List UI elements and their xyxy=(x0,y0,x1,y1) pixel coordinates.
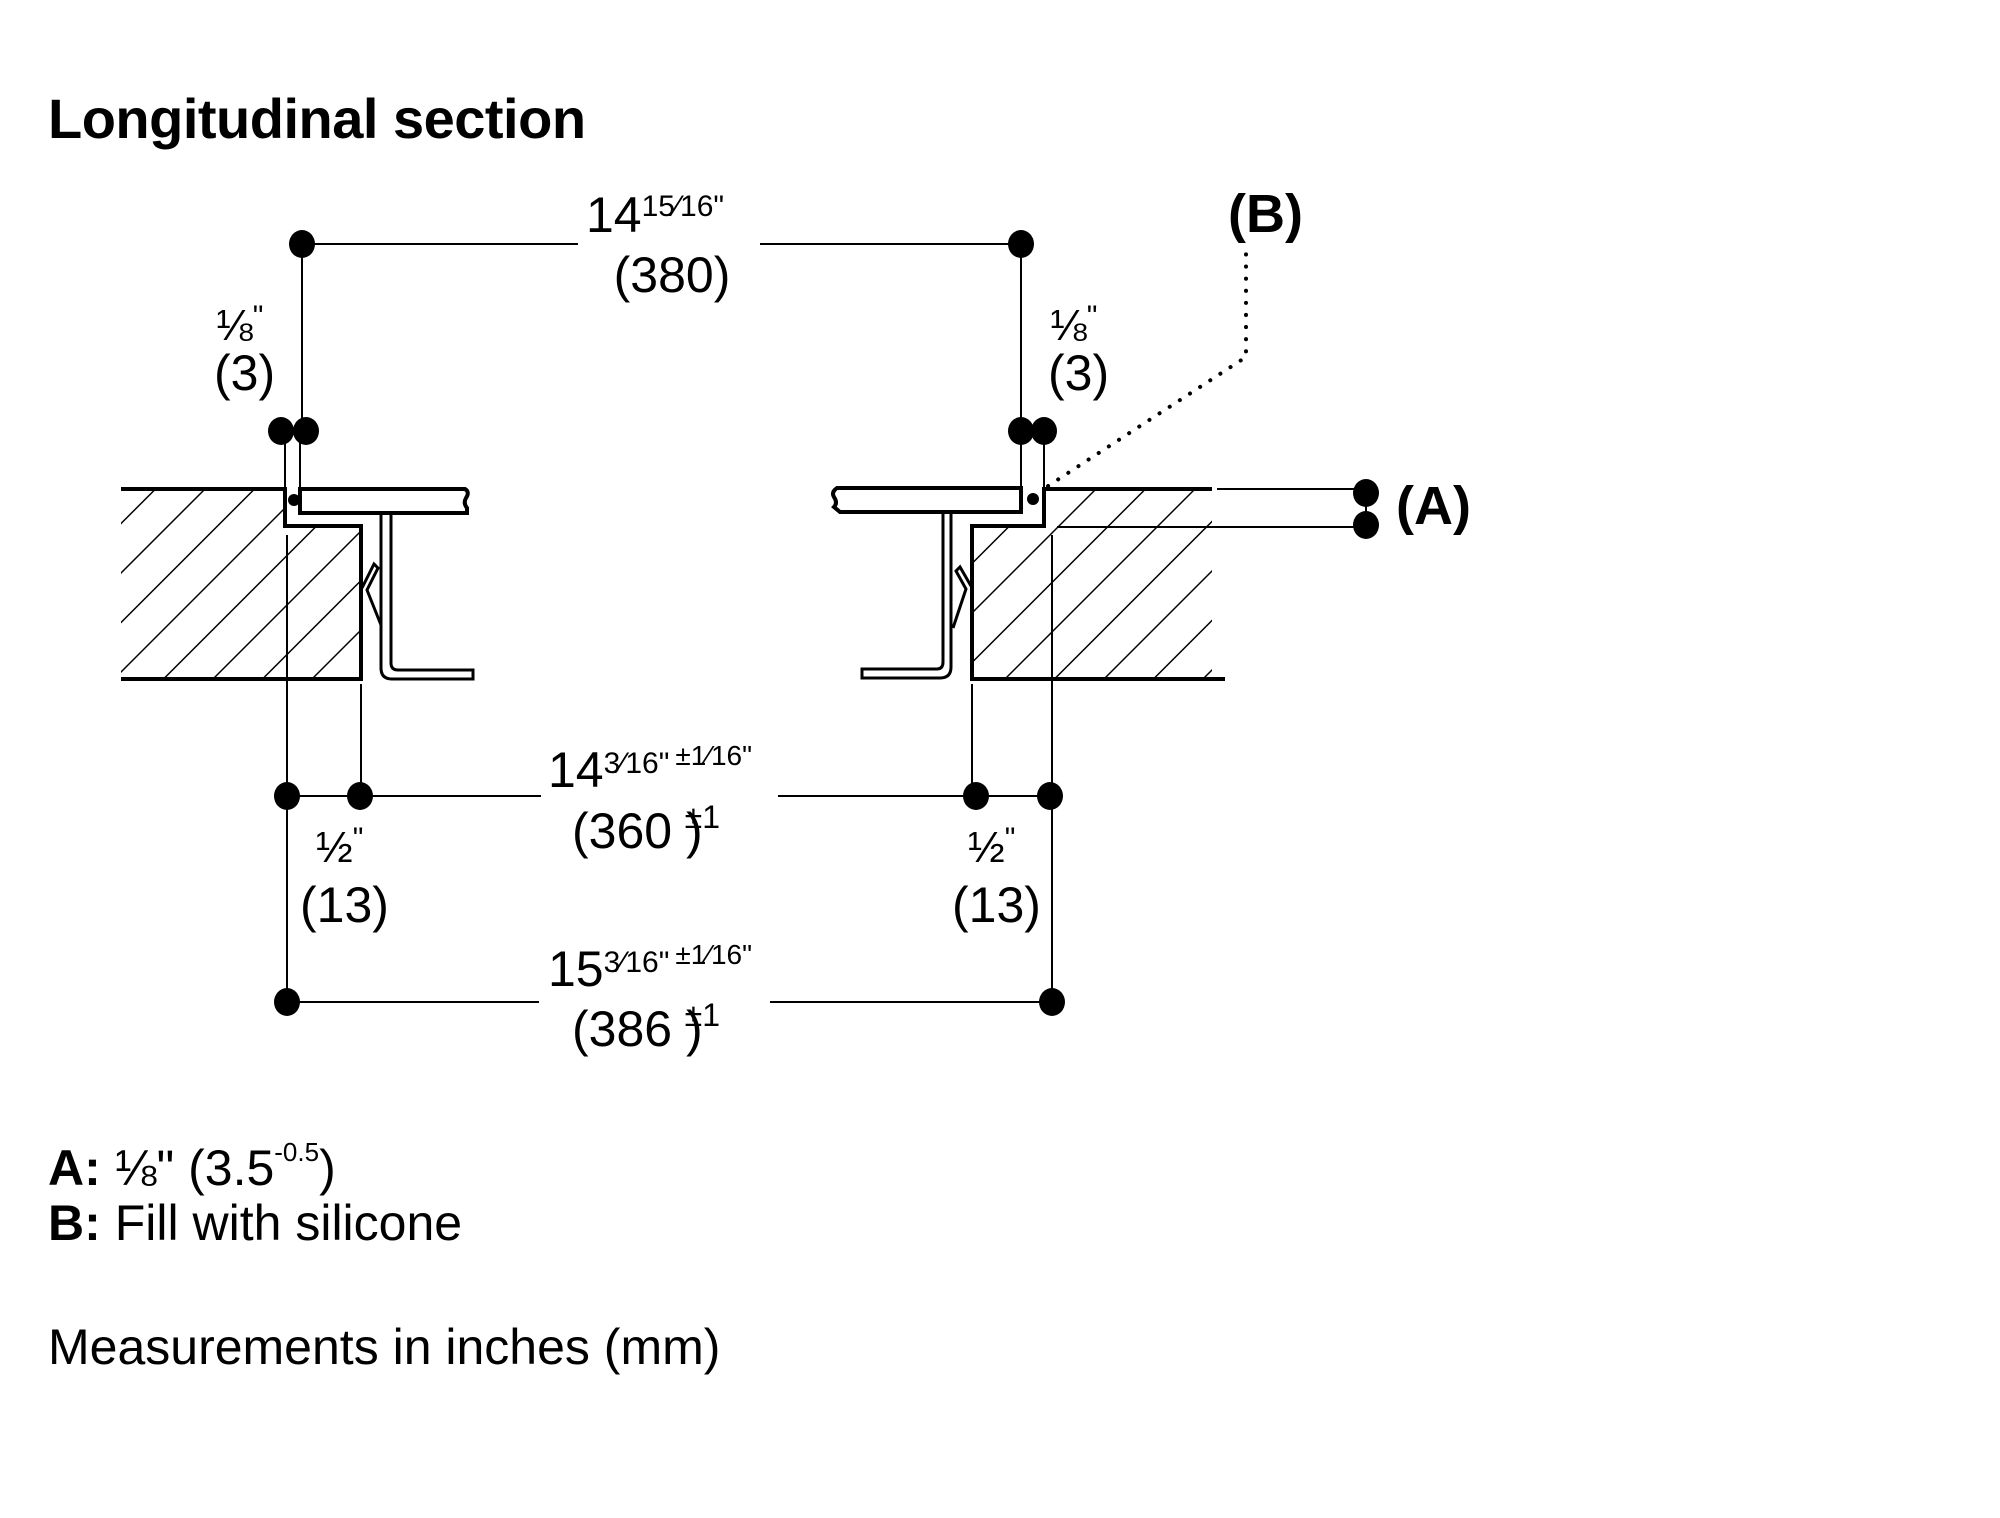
dim-dot xyxy=(1031,417,1057,445)
dim-dot xyxy=(1353,511,1379,539)
dim-dot xyxy=(274,782,300,810)
svg-text:(3): (3) xyxy=(214,345,275,401)
cooktop-glass-right xyxy=(831,486,1023,514)
legend-item-a: A:⅛" (3.5-0.5) xyxy=(48,1137,336,1197)
svg-text:143⁄16"±1⁄16": 143⁄16"±1⁄16" xyxy=(548,740,752,798)
legend-tail: ) xyxy=(319,1140,336,1196)
dim-label-right-offset: ½" (13) xyxy=(952,822,1041,933)
svg-text:⅛": ⅛" xyxy=(216,300,263,350)
dim-dot xyxy=(1039,988,1065,1016)
svg-text:½": ½" xyxy=(316,822,363,872)
silicone-joint-left xyxy=(288,494,300,506)
legend-superscript: -0.5 xyxy=(274,1137,320,1167)
legend-text: Fill with silicone xyxy=(114,1195,463,1251)
dim-dot xyxy=(1037,782,1063,810)
dim-label-left-offset: ½" (13) xyxy=(300,822,389,933)
dim-label-right-gap: ⅛" (3) xyxy=(1048,300,1109,401)
svg-text:⅛": ⅛" xyxy=(1050,300,1097,350)
countertop-right xyxy=(970,487,1225,681)
dim-label-cutout-width: 143⁄16"±1⁄16" (360 )±1 xyxy=(548,740,752,859)
dim-dot xyxy=(289,230,315,258)
mounting-bracket-right xyxy=(860,512,973,680)
svg-text:(3): (3) xyxy=(1048,345,1109,401)
dim-dot xyxy=(1008,417,1034,445)
legend-text: ⅛" (3.5 xyxy=(114,1140,275,1196)
svg-text:(380): (380) xyxy=(614,247,731,303)
units-note: Measurements in inches (mm) xyxy=(48,1319,721,1375)
svg-text:153⁄16"±1⁄16": 153⁄16"±1⁄16" xyxy=(548,939,752,997)
legend-item-b: B:Fill with silicone xyxy=(48,1194,462,1252)
cooktop-glass-left xyxy=(298,487,470,515)
svg-text:(386 )±1: (386 )±1 xyxy=(572,997,720,1057)
silicone-joint-right xyxy=(1027,493,1039,505)
dim-dot xyxy=(293,417,319,445)
legend-key: B: xyxy=(48,1195,101,1251)
svg-text:1415⁄16": 1415⁄16" xyxy=(586,187,724,243)
svg-text:½": ½" xyxy=(968,822,1015,872)
callout-b-label: (B) xyxy=(1228,184,1303,244)
dim-dot xyxy=(274,988,300,1016)
dim-dot xyxy=(1008,230,1034,258)
dim-label-top-width: 1415⁄16" (380) xyxy=(586,187,730,303)
dim-dot xyxy=(268,417,294,445)
dim-dot xyxy=(1353,479,1379,507)
legend-key: A: xyxy=(48,1140,101,1196)
dim-dot xyxy=(963,782,989,810)
dim-label-overall-width: 153⁄16"±1⁄16" (386 )±1 xyxy=(548,939,752,1057)
callout-a-label: (A) xyxy=(1396,476,1471,536)
svg-text:(360 )±1: (360 )±1 xyxy=(572,799,720,859)
dimension-dots xyxy=(268,230,1379,1016)
mounting-bracket-left xyxy=(360,513,475,681)
page-title: Longitudinal section xyxy=(48,87,586,150)
dim-dot xyxy=(347,782,373,810)
dim-label-left-gap: ⅛" (3) xyxy=(214,300,275,401)
svg-text:(13): (13) xyxy=(300,877,389,933)
svg-text:(13): (13) xyxy=(952,877,1041,933)
